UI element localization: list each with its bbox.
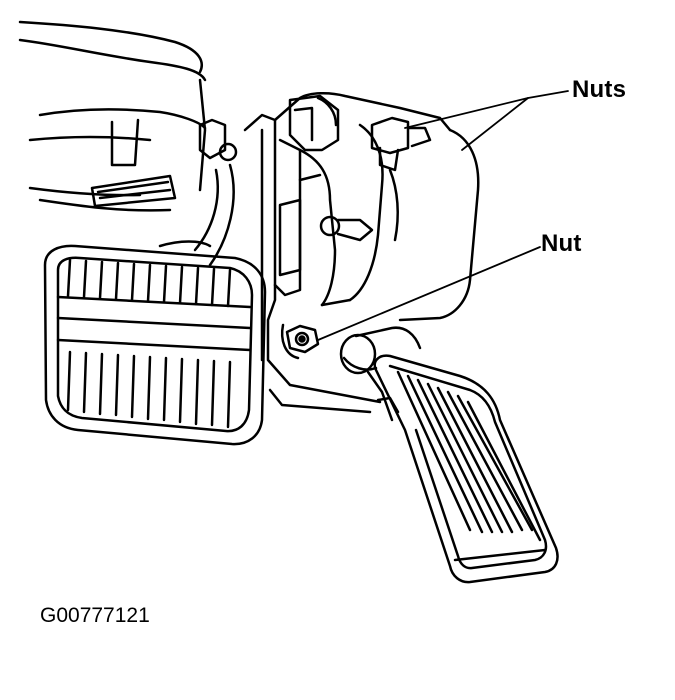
steering-column-housing (18, 20, 207, 212)
floor-vent-piece (90, 174, 177, 208)
brake-pedal-pad (43, 240, 267, 446)
callout-label-nut: Nut (541, 230, 582, 257)
accelerator-pedal-pad (373, 354, 559, 584)
lower-nut (281, 323, 320, 360)
pedal-pivot-shaft (319, 215, 374, 242)
pedal-sensor-housing (273, 94, 384, 307)
accelerator-arm (339, 326, 422, 422)
callout-leader-lines (317, 90, 569, 341)
figure-id: G00777121 (40, 604, 150, 627)
callout-label-nuts: Nuts (572, 76, 627, 103)
upper-nut-bracket (370, 116, 432, 242)
